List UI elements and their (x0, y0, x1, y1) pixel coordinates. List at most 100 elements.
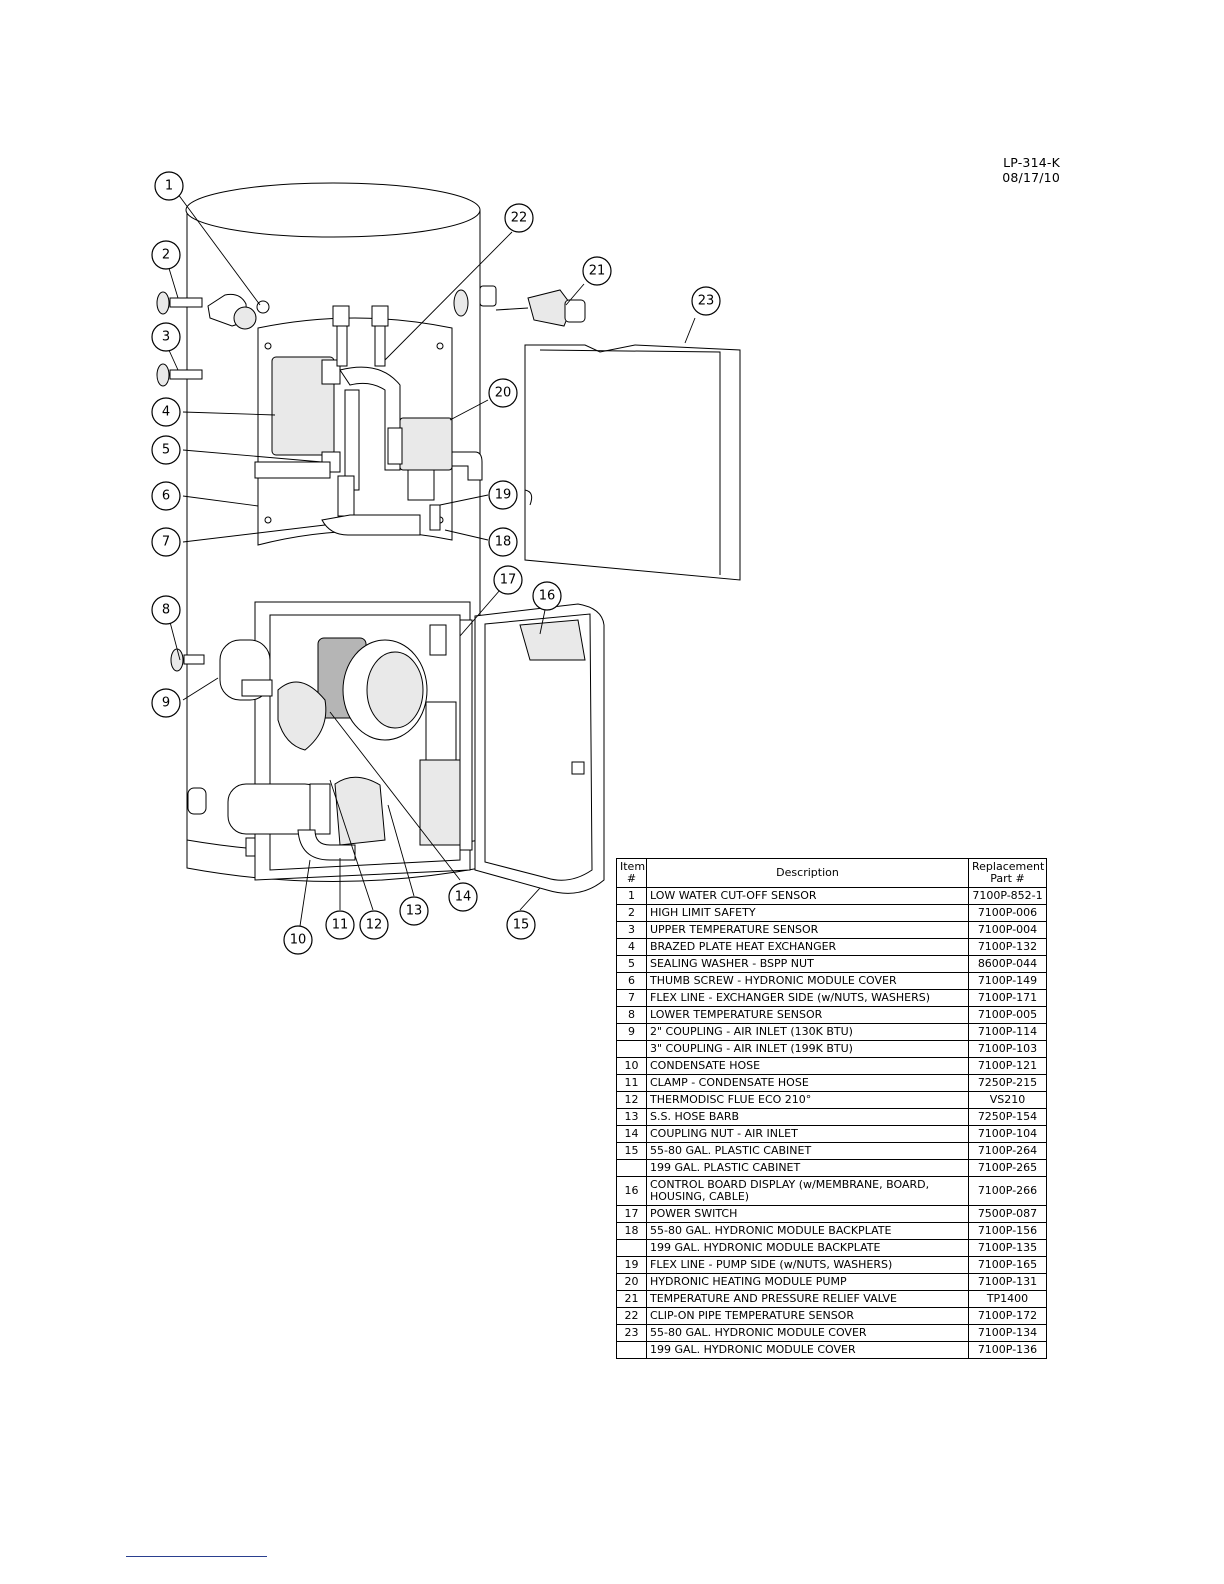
cell-part: 7100P-171 (968, 989, 1047, 1007)
cell-item (616, 1239, 647, 1257)
cell-item: 20 (616, 1273, 647, 1291)
callout-19: 19 (488, 480, 518, 510)
svg-text:13: 13 (406, 904, 423, 919)
cell-item: 18 (616, 1222, 647, 1240)
cell-part: TP1400 (968, 1290, 1047, 1308)
svg-text:10: 10 (290, 933, 307, 948)
header-part: Replacement Part # (968, 858, 1047, 888)
callout-18: 18 (488, 527, 518, 557)
callout-23: 23 (691, 286, 721, 316)
tank-fittings (187, 285, 497, 857)
callout-10: 10 (283, 925, 313, 955)
svg-text:14: 14 (455, 890, 472, 905)
cell-description: CONTROL BOARD DISPLAY (w/MEMBRANE, BOARD… (646, 1176, 969, 1206)
cell-description: UPPER TEMPERATURE SENSOR (646, 921, 969, 939)
cell-item: 5 (616, 955, 647, 973)
heat-exchanger (271, 356, 341, 473)
cell-item (616, 1159, 647, 1177)
svg-text:18: 18 (495, 535, 512, 550)
cell-description: 199 GAL. PLASTIC CABINET (646, 1159, 969, 1177)
header-description: Description (646, 858, 969, 888)
cell-part: VS210 (968, 1091, 1047, 1109)
svg-text:3: 3 (162, 330, 170, 345)
cell-item: 21 (616, 1290, 647, 1308)
hydronic-module-cover (524, 344, 741, 581)
svg-text:22: 22 (511, 211, 528, 226)
callout-5: 5 (151, 435, 181, 465)
cell-part: 7100P-104 (968, 1125, 1047, 1143)
cell-part: 7250P-215 (968, 1074, 1047, 1092)
cell-item: 16 (616, 1176, 647, 1206)
header-item: Item # (616, 858, 647, 888)
cell-item: 19 (616, 1256, 647, 1274)
cell-description: 55-80 GAL. PLASTIC CABINET (646, 1142, 969, 1160)
cell-part: 7100P-134 (968, 1324, 1047, 1342)
cell-item: 14 (616, 1125, 647, 1143)
cell-description: POWER SWITCH (646, 1205, 969, 1223)
cell-description: FLEX LINE - PUMP SIDE (w/NUTS, WASHERS) (646, 1256, 969, 1274)
cell-item: 17 (616, 1205, 647, 1223)
svg-text:17: 17 (500, 573, 517, 588)
cell-part: 7100P-004 (968, 921, 1047, 939)
cell-item: 15 (616, 1142, 647, 1160)
exploded-parts-diagram: 1 2 3 4 5 6 7 8 9 10 11 12 13 14 15 16 1… (151, 171, 741, 955)
cell-item: 6 (616, 972, 647, 990)
cell-description: THUMB SCREW - HYDRONIC MODULE COVER (646, 972, 969, 990)
cell-part: 7250P-154 (968, 1108, 1047, 1126)
cell-part: 7100P-103 (968, 1040, 1047, 1058)
callout-7: 7 (151, 527, 181, 557)
callout-22: 22 (504, 203, 534, 233)
cell-part: 7100P-006 (968, 904, 1047, 922)
cell-item: 13 (616, 1108, 647, 1126)
cell-part: 7100P-131 (968, 1273, 1047, 1291)
cell-description: CLIP-ON PIPE TEMPERATURE SENSOR (646, 1307, 969, 1325)
cell-item: 4 (616, 938, 647, 956)
cell-item: 23 (616, 1324, 647, 1342)
cell-part: 7100P-135 (968, 1239, 1047, 1257)
svg-text:2: 2 (162, 248, 170, 263)
svg-text:12: 12 (366, 918, 383, 933)
cell-description: TEMPERATURE AND PRESSURE RELIEF VALVE (646, 1290, 969, 1308)
callout-8: 8 (151, 595, 181, 625)
cell-item: 9 (616, 1023, 647, 1041)
callout-15: 15 (506, 910, 536, 940)
cell-item: 22 (616, 1307, 647, 1325)
cell-item: 2 (616, 904, 647, 922)
cell-item: 8 (616, 1006, 647, 1024)
relief-valve (495, 289, 586, 327)
cell-part: 7100P-121 (968, 1057, 1047, 1075)
cell-description: THERMODISC FLUE ECO 210° (646, 1091, 969, 1109)
svg-text:5: 5 (162, 443, 170, 458)
svg-text:20: 20 (495, 386, 512, 401)
callout-20: 20 (488, 378, 518, 408)
cell-part: 7100P-005 (968, 1006, 1047, 1024)
cell-item: 11 (616, 1074, 647, 1092)
svg-text:6: 6 (162, 489, 170, 504)
cell-description: HYDRONIC HEATING MODULE PUMP (646, 1273, 969, 1291)
cell-description: HIGH LIMIT SAFETY (646, 904, 969, 922)
callout-2: 2 (151, 240, 181, 270)
callout-16: 16 (532, 581, 562, 611)
svg-text:8: 8 (162, 603, 170, 618)
cabinet-door (474, 603, 605, 894)
cell-description: 199 GAL. HYDRONIC MODULE COVER (646, 1341, 969, 1359)
cell-description: 3" COUPLING - AIR INLET (199K BTU) (646, 1040, 969, 1058)
svg-text:9: 9 (162, 696, 170, 711)
cell-description: LOW WATER CUT-OFF SENSOR (646, 887, 969, 905)
